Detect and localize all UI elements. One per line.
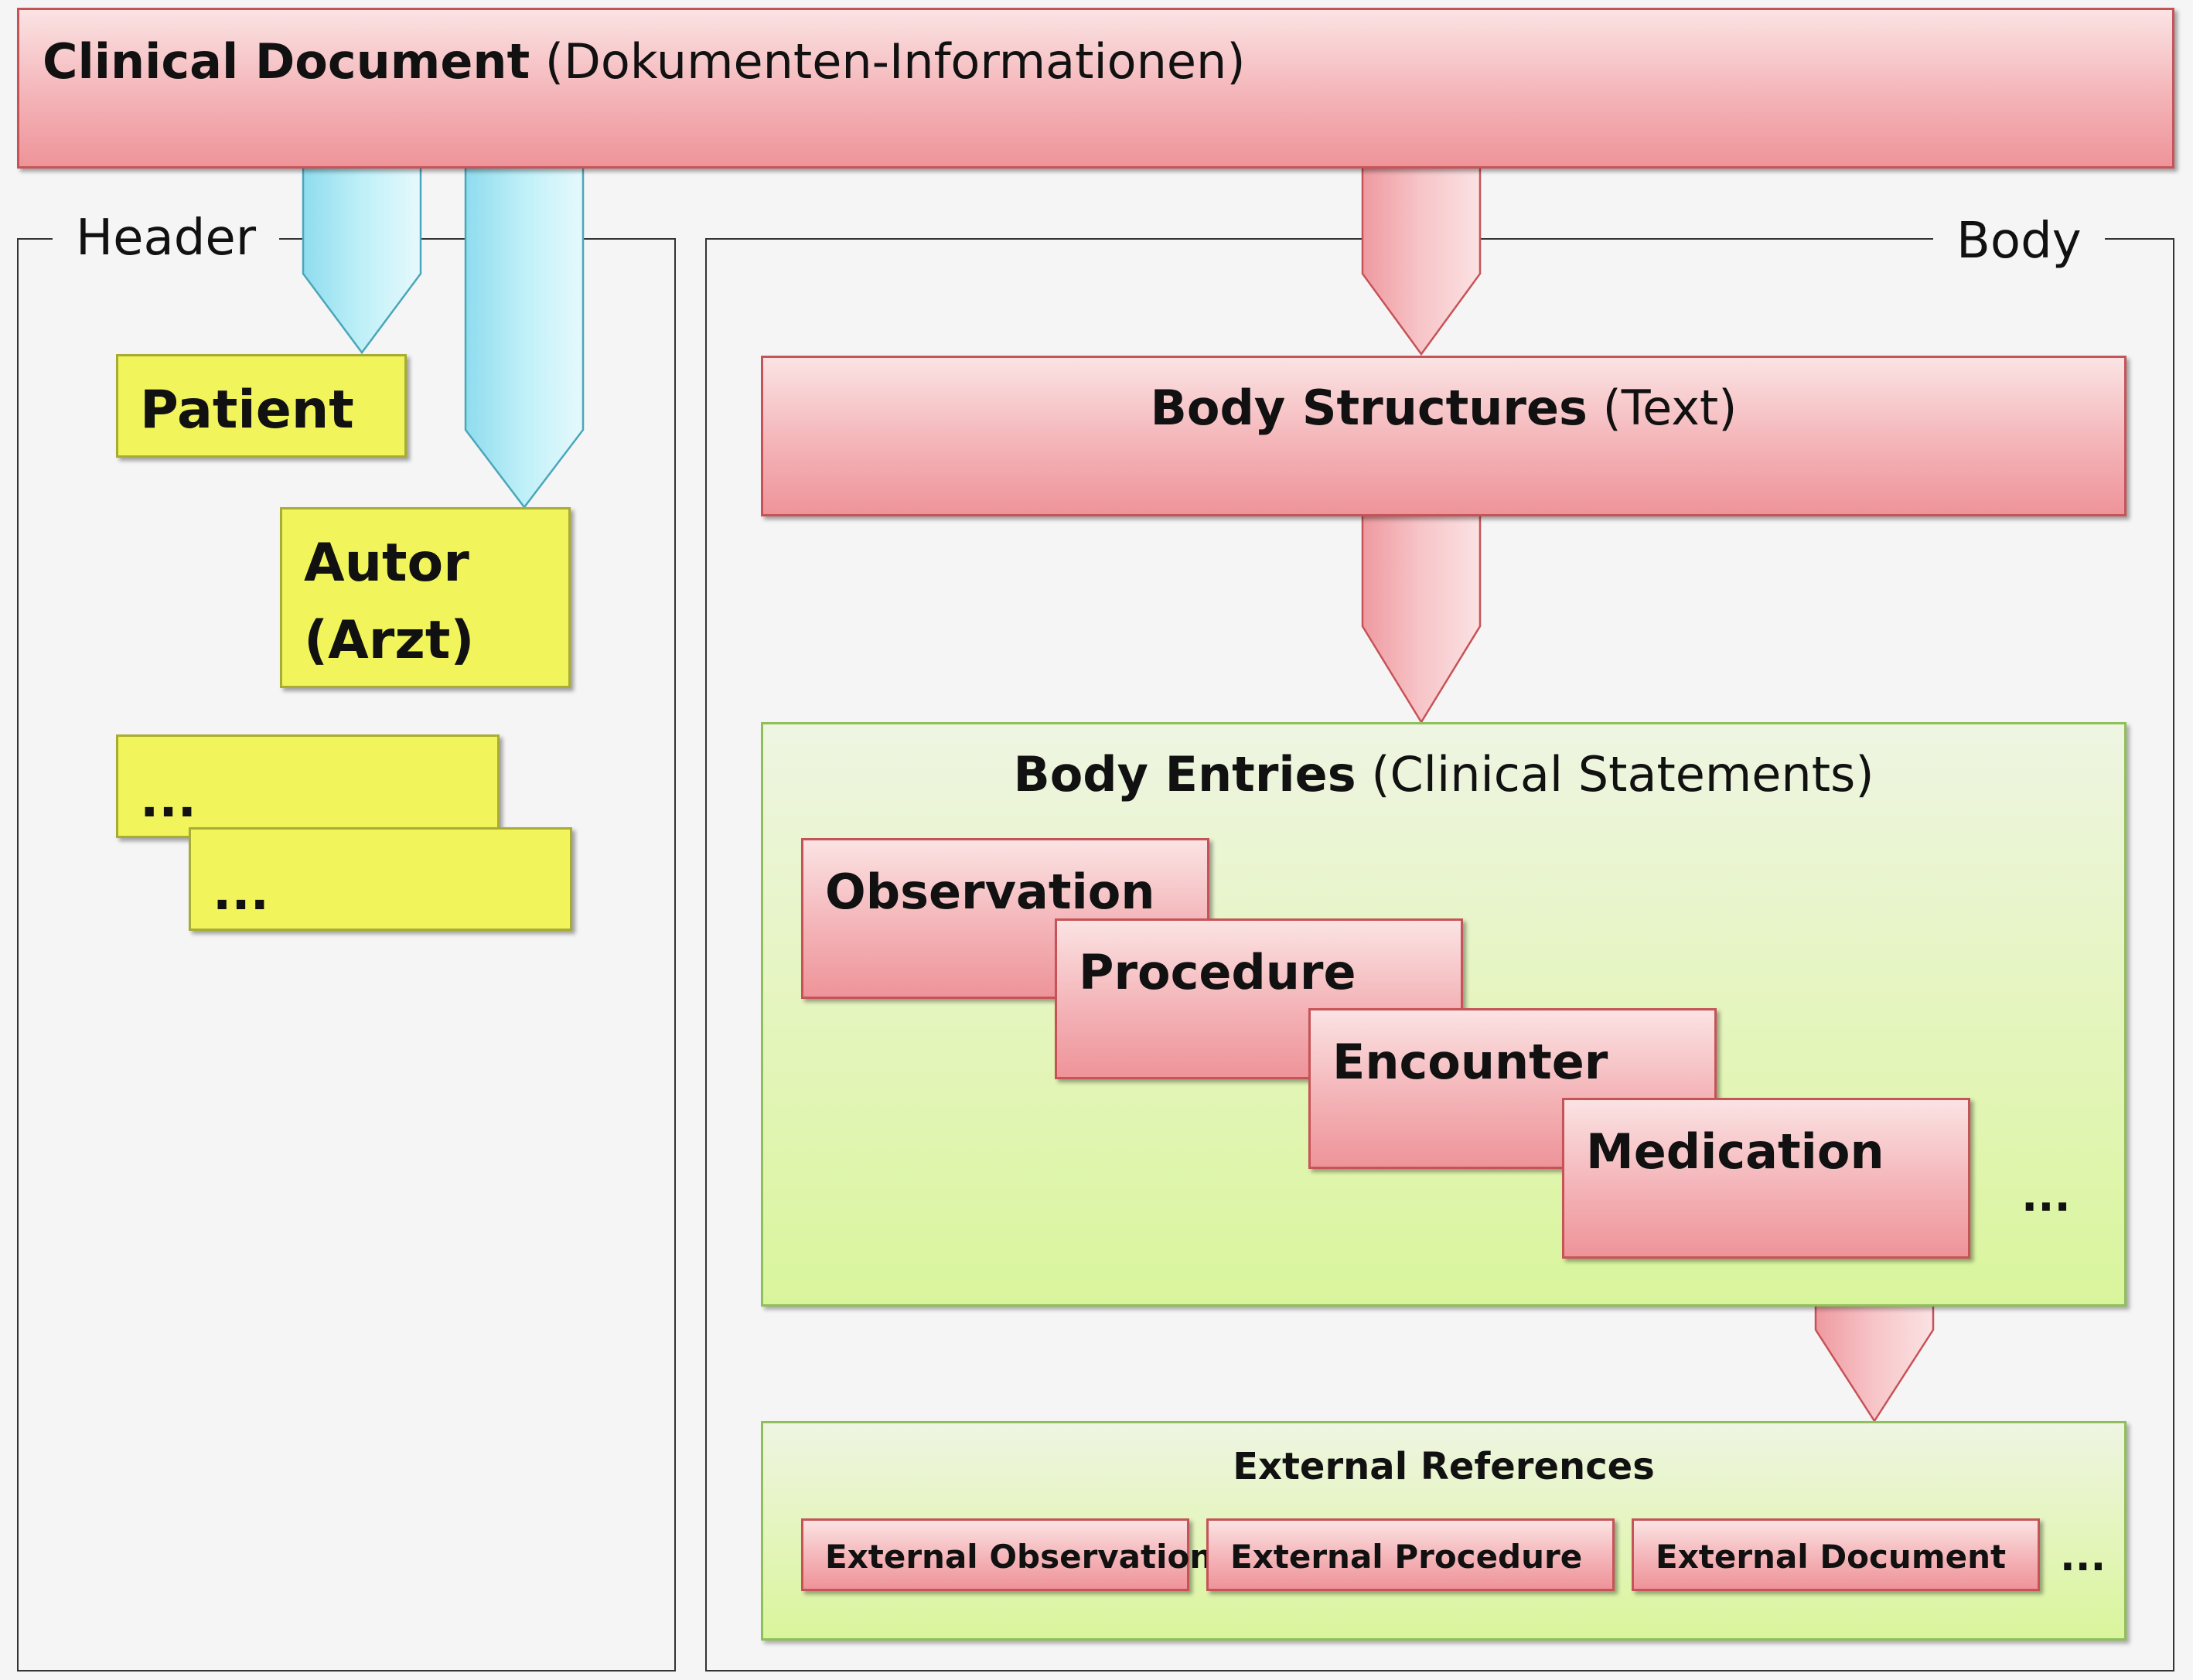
arrow-to-external-references: [1814, 1302, 1935, 1423]
body-entries-title-bold: Body Entries: [1013, 746, 1356, 803]
autor-box: Autor (Arzt): [280, 507, 571, 688]
patient-box: Patient: [116, 354, 407, 458]
external-more: ...: [2060, 1534, 2106, 1580]
external-procedure-box: External Procedure: [1206, 1518, 1615, 1591]
entry-encounter-label: Encounter: [1332, 1034, 1608, 1090]
arrow-to-autor: [464, 162, 585, 509]
entry-medication: Medication: [1562, 1098, 1970, 1259]
external-document-label: External Document: [1656, 1538, 2007, 1576]
entry-procedure-label: Procedure: [1079, 944, 1356, 1000]
body-entries-title-rest: (Clinical Statements): [1356, 746, 1874, 803]
header-more-box-2: ...: [189, 827, 572, 931]
body-structures-title-rest: (Text): [1587, 380, 1738, 436]
header-more-label-1: ...: [140, 772, 196, 829]
clinical-document-title-rest: (Dokumenten-Informationen): [530, 33, 1246, 90]
body-entries-title: Body Entries (Clinical Statements): [763, 751, 2124, 799]
external-procedure-label: External Procedure: [1230, 1538, 1583, 1576]
clinical-document-box: Clinical Document (Dokumenten-Informatio…: [17, 8, 2174, 169]
clinical-document-title-bold: Clinical Document: [43, 33, 530, 90]
entry-medication-label: Medication: [1586, 1123, 1884, 1180]
external-observation-label: External Observation: [825, 1538, 1213, 1576]
arrow-to-body-entries: [1361, 513, 1482, 724]
external-document-box: External Document: [1632, 1518, 2040, 1591]
external-references-title: External References: [1233, 1445, 1655, 1488]
header-label: Header: [53, 213, 280, 263]
header-more-box-1: ...: [116, 734, 500, 838]
body-structures-title-bold: Body Structures: [1150, 380, 1588, 436]
entry-observation-label: Observation: [825, 864, 1155, 920]
patient-label: Patient: [140, 380, 354, 441]
body-label: Body: [1933, 216, 2105, 266]
autor-label-line2: (Arzt): [304, 610, 475, 671]
autor-label-line1: Autor: [304, 533, 469, 594]
external-observation-box: External Observation: [801, 1518, 1212, 1591]
clinical-document-title: Clinical Document (Dokumenten-Informatio…: [43, 38, 1246, 86]
header-more-label-2: ...: [213, 864, 269, 922]
body-structures-box: Body Structures (Text): [761, 356, 2126, 516]
entries-more: ...: [2021, 1171, 2071, 1222]
arrow-to-body-structures: [1361, 162, 1482, 356]
arrow-to-patient: [302, 162, 422, 355]
entry-encounter: Encounter: [1308, 1008, 1717, 1169]
body-structures-title: Body Structures (Text): [763, 384, 2124, 432]
